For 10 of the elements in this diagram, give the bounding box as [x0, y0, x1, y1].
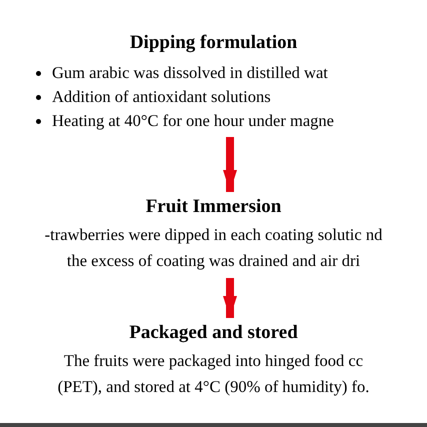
bullet-text: Addition of antioxidant solutions [52, 86, 271, 108]
step-description: -trawberries were dipped in each coating solutic nd the excess of coating was drained and air dri [44, 224, 384, 272]
down-arrow [223, 137, 237, 192]
bullet-text: Heating at 40°C for one hour under magne [52, 110, 334, 132]
step-heading: Dipping formulation [130, 31, 298, 55]
step-heading: Fruit Immersion [146, 195, 282, 219]
bullet-text: Gum arabic was dissolved in distilled wat [52, 62, 328, 84]
step-heading: Packaged and stored [129, 321, 298, 345]
down-arrow [223, 278, 237, 318]
step-description: The fruits were packaged into hinged food cc (PET), and stored at 4°C (90% of humidity) fo. [56, 350, 370, 398]
